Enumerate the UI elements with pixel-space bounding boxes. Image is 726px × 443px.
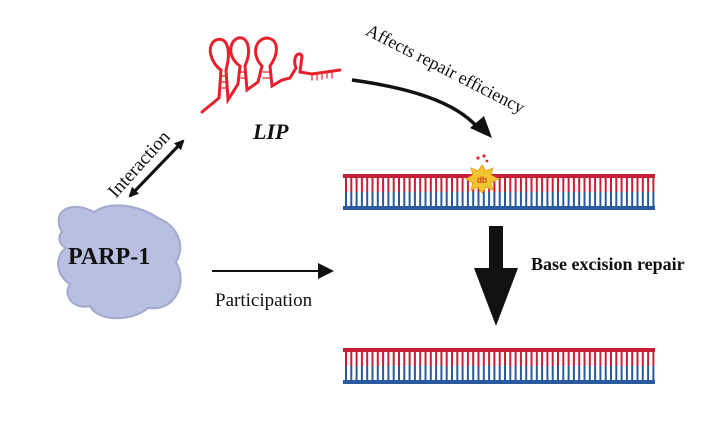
- lip-rna-icon: [200, 36, 342, 114]
- lip-label: LIP: [253, 119, 289, 144]
- damaged-dna-icon: [343, 174, 655, 210]
- participation-label: Participation: [215, 290, 313, 311]
- interaction-arrow: [128, 139, 185, 198]
- dna-damage-icon: db: [464, 154, 500, 194]
- affects-arrow: [351, 78, 480, 130]
- base-excision-repair-label: Base excision repair: [531, 254, 685, 274]
- affects-arrowhead: [470, 116, 492, 138]
- damage-label: db: [477, 175, 487, 185]
- parp1-label: PARP-1: [68, 244, 151, 270]
- base-excision-arrow: [474, 226, 518, 326]
- parp1-protein-icon: [57, 204, 182, 320]
- repaired-dna-icon: [343, 348, 655, 384]
